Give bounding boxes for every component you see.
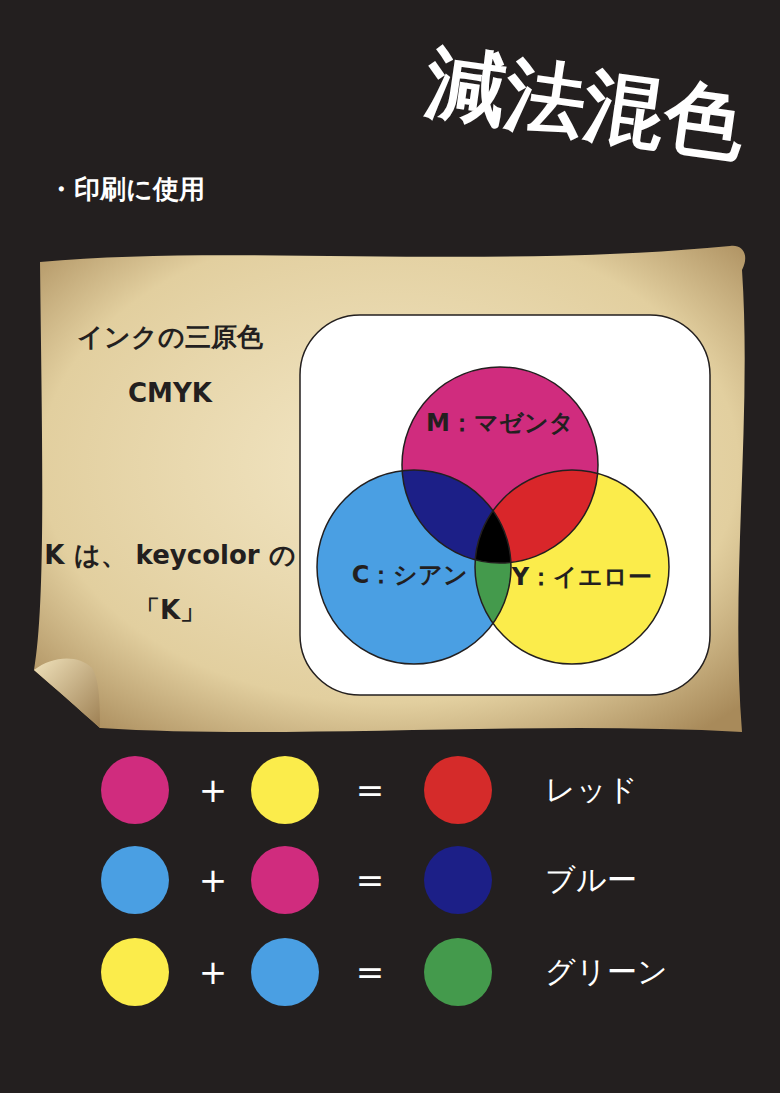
cyan-dot: [101, 846, 169, 914]
color-name: レッド: [545, 772, 638, 808]
green-overlap: [475, 470, 669, 664]
operator-symbol: +: [199, 952, 228, 993]
circle-border: [475, 470, 669, 664]
yellow-fill: [475, 470, 669, 664]
operator-symbol: =: [356, 770, 385, 811]
magenta-dot: [251, 846, 319, 914]
color-circle: C：シアン: [315, 468, 513, 666]
operator-symbol: =: [356, 860, 385, 901]
operator-symbol: =: [356, 952, 385, 993]
color-name: グリーン: [545, 954, 668, 990]
title-text: 減法混色: [419, 29, 751, 180]
panel-text: K は、 keycolor の「K」: [40, 528, 300, 638]
black-overlap: [475, 470, 669, 664]
cyan-dot: [251, 938, 319, 1006]
parchment-shape: [30, 240, 755, 740]
mix-row: [101, 938, 492, 1006]
operator-symbol: +: [199, 860, 228, 901]
circle-label: M：マゼンタ: [412, 408, 588, 438]
parchment-paper: [34, 246, 745, 732]
paper-curl: [34, 658, 100, 728]
color-circle: Y：イエロー: [473, 468, 671, 666]
black-center: [475, 470, 669, 664]
mix-row: [101, 846, 492, 914]
circle-border: [402, 367, 598, 563]
yellow-dot: [101, 938, 169, 1006]
color-name: ブルー: [545, 862, 637, 898]
green-dot: [424, 938, 492, 1006]
white-frame: [300, 315, 710, 695]
magenta-dot: [101, 756, 169, 824]
operator-symbol: +: [199, 770, 228, 811]
red-overlap: [475, 470, 669, 664]
panel-text: インクの三原色 CMYK: [50, 309, 290, 421]
red-dot: [424, 756, 492, 824]
circle-label: Y：イエロー: [507, 562, 657, 592]
circle-outline: [400, 365, 600, 565]
mix-row: [101, 756, 492, 824]
note-text: ・印刷に使用: [48, 174, 205, 205]
parchment-panel: インクの三原色 CMYK K は、 keycolor の「K」 M：マゼンタ C：シア…: [30, 240, 755, 740]
circle-border: [317, 470, 511, 664]
yellow-dot: [251, 756, 319, 824]
circle-label: C：シアン: [335, 560, 485, 590]
blue-dot: [424, 846, 492, 914]
color-circle: M：マゼンタ: [400, 365, 600, 565]
